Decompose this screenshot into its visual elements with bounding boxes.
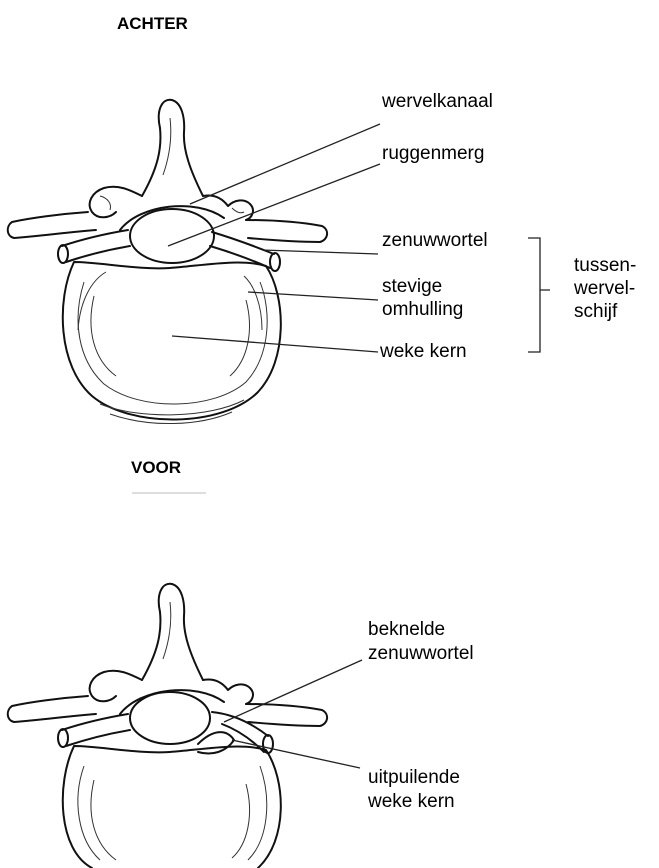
disc-bracket — [528, 238, 550, 352]
label-uitpuilende: uitpuilende — [368, 766, 460, 790]
heading-back: ACHTER — [117, 14, 188, 34]
leader-bulge — [232, 740, 360, 768]
label-beknelde-zenuwwortel: zenuwwortel — [368, 642, 474, 666]
label-zenuwwortel: zenuwwortel — [382, 229, 488, 253]
bracket-disc — [528, 238, 550, 352]
label-tussen: tussen- — [574, 254, 636, 278]
label-uitpuilende-weke-kern: weke kern — [368, 790, 455, 814]
label-wervelkanaal: wervelkanaal — [382, 90, 493, 114]
leader-canal — [190, 124, 380, 204]
label-schijf: schijf — [574, 300, 617, 324]
bottom-vertebra — [8, 584, 327, 868]
leader-cord — [168, 164, 380, 246]
leader-annulus — [248, 292, 378, 300]
heading-front: VOOR — [131, 458, 181, 478]
label-wervel: wervel- — [574, 277, 635, 301]
label-omhulling: omhulling — [382, 298, 463, 322]
label-weke-kern: weke kern — [380, 340, 467, 364]
label-stevige: stevige — [382, 275, 442, 299]
top-vertebra — [8, 100, 327, 424]
top-leader-lines — [168, 124, 380, 352]
label-beknelde: beknelde — [368, 618, 445, 642]
leader-pinched-root — [224, 660, 362, 722]
bottom-leader-lines — [224, 660, 362, 768]
leader-root — [262, 250, 378, 254]
leader-nucleus — [172, 336, 378, 352]
label-ruggenmerg: ruggenmerg — [382, 142, 484, 166]
